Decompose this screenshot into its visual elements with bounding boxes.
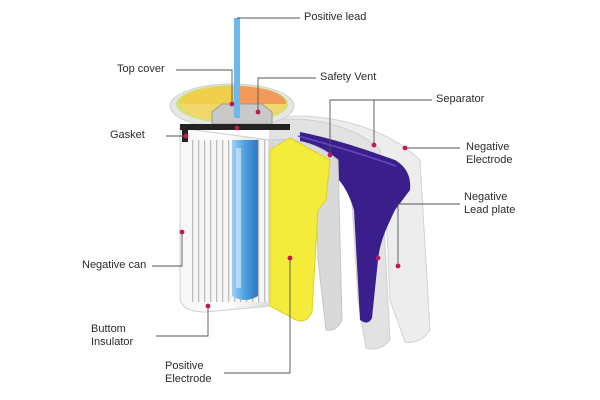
dot-safety-vent [255, 109, 261, 115]
label-bottom-insulator-line2: Insulator [91, 336, 134, 348]
dot-negative-lead-plate [395, 263, 401, 269]
label-positive-lead: Positive lead [304, 11, 367, 23]
center-core [232, 140, 258, 300]
leader-negative-lead-plate [397, 203, 460, 265]
label-negative-lead-plate-line1: Negative [464, 191, 508, 203]
top-cover-yellow [179, 85, 236, 104]
label-bottom-insulator: Buttom Insulator [91, 323, 133, 349]
leader-separator [329, 99, 432, 155]
leader-top-cover [176, 69, 233, 104]
core-highlight [236, 148, 241, 288]
label-gasket: Gasket [110, 129, 145, 141]
label-negative-can: Negative can [82, 259, 147, 271]
label-safety-vent: Safety Vent [320, 71, 377, 83]
dot-gasket [183, 133, 189, 139]
label-negative-electrode-line2: Electrode [466, 154, 513, 166]
negative-electrode-sheet [300, 132, 411, 323]
label-positive-electrode-line2: Electrode [165, 373, 212, 385]
dot-separator-a [327, 152, 333, 158]
dot-negative-can [179, 229, 185, 235]
label-positive-electrode: Positive Electrode [165, 360, 211, 386]
label-positive-electrode-line1: Positive [165, 360, 204, 372]
leader-lines [152, 17, 460, 374]
dot-bottom-insulator [205, 303, 211, 309]
positive-electrode-sheet [269, 137, 331, 322]
label-separator: Separator [436, 93, 485, 105]
label-negative-lead-plate-line2: Lead plate [464, 204, 516, 216]
marker-dots [179, 101, 408, 309]
label-top-cover: Top cover [117, 63, 165, 75]
label-bottom-insulator-line1: Buttom [91, 323, 126, 335]
leader-bottom-insulator [156, 306, 209, 337]
positive-lead-tab [234, 18, 240, 118]
label-negative-electrode-line1: Negative [466, 141, 510, 153]
dot-positive-lead [234, 125, 240, 131]
top-cover-orange [236, 86, 287, 104]
dot-separator-b [371, 142, 377, 148]
dot-negative-electrode [402, 145, 408, 151]
leader-negative-can [152, 232, 183, 267]
label-negative-electrode: Negative Electrode [466, 141, 512, 167]
dot-top-cover [229, 101, 235, 107]
safety-vent-cap [211, 103, 273, 125]
label-negative-lead-plate: Negative Lead plate [464, 191, 515, 217]
negative-electrode-edge [297, 135, 397, 167]
leader-positive-electrode [224, 258, 291, 374]
leader-safety-vent [257, 77, 316, 112]
dot-negative-electrode-2 [375, 255, 381, 261]
dot-positive-electrode [287, 255, 293, 261]
